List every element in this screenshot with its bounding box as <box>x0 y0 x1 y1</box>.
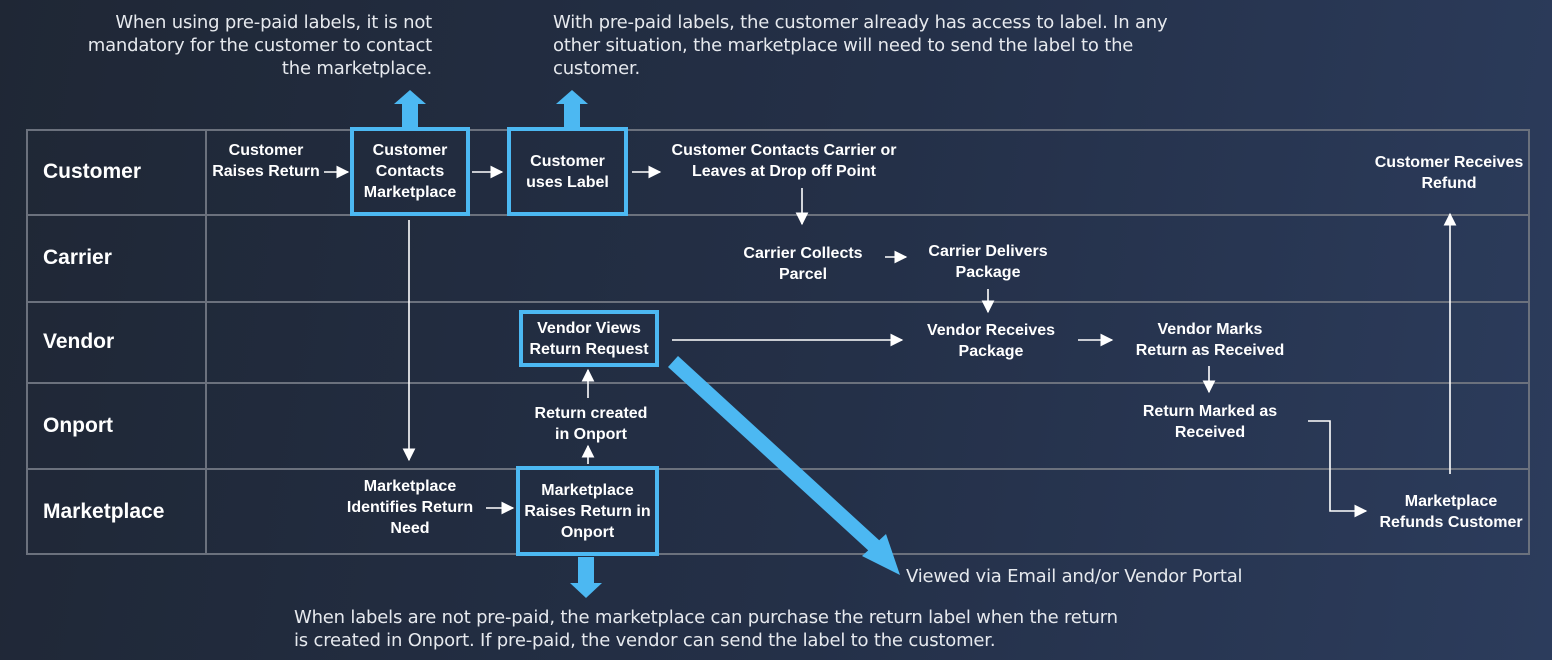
step-return-marked-received: Return Marked as Received <box>1142 403 1278 441</box>
step-customer-raises-return: Customer Raises Return <box>212 142 320 180</box>
step-marketplace-refunds-customer: Marketplace Refunds Customer <box>1379 493 1523 531</box>
note-viewed-via-portal: Viewed via Email and/or Vendor Portal <box>906 566 1243 587</box>
swimlane-grid: Customer Carrier Vendor Onport Marketpla… <box>26 129 1530 555</box>
note-label-access: With pre-paid labels, the customer alrea… <box>553 12 1168 79</box>
step-customer-contacts-marketplace: Customer Contacts Marketplace <box>350 127 470 216</box>
step-customer-uses-label: Customer uses Label <box>507 127 628 216</box>
step-marketplace-raises-return: Marketplace Raises Return in Onport <box>516 466 659 556</box>
thick-arrow-up-contact <box>394 90 426 128</box>
step-carrier-collects-parcel: Carrier Collects Parcel <box>743 245 863 283</box>
step-customer-contacts-carrier: Customer Contacts Carrier or Leaves at D… <box>671 142 897 180</box>
lane-label-carrier: Carrier <box>43 246 112 269</box>
step-customer-receives-refund: Customer Receives Refund <box>1374 154 1524 192</box>
step-vendor-views-return-request: Vendor Views Return Request <box>519 310 659 367</box>
lane-divider <box>28 214 1528 216</box>
lane-label-onport: Onport <box>43 414 113 437</box>
step-return-created-in-onport: Return created in Onport <box>534 405 648 443</box>
thick-arrow-up-label <box>556 90 588 128</box>
step-vendor-receives-package: Vendor Receives Package <box>926 322 1056 360</box>
lane-column-divider <box>205 131 207 553</box>
lane-label-marketplace: Marketplace <box>43 500 165 523</box>
lane-label-vendor: Vendor <box>43 330 115 353</box>
note-prepaid-contact: When using pre-paid labels, it is not ma… <box>87 12 432 79</box>
step-marketplace-identifies-return-need: Marketplace Identifies Return Need <box>346 477 474 537</box>
thick-arrow-down-raises <box>570 557 602 598</box>
lane-label-customer: Customer <box>43 160 142 183</box>
step-carrier-delivers-package: Carrier Delivers Package <box>928 243 1048 281</box>
lane-divider <box>28 468 1528 470</box>
step-vendor-marks-return-received: Vendor Marks Return as Received <box>1135 321 1285 359</box>
lane-divider <box>28 301 1528 303</box>
lane-divider <box>28 382 1528 384</box>
note-not-prepaid: When labels are not pre-paid, the market… <box>294 607 1118 651</box>
